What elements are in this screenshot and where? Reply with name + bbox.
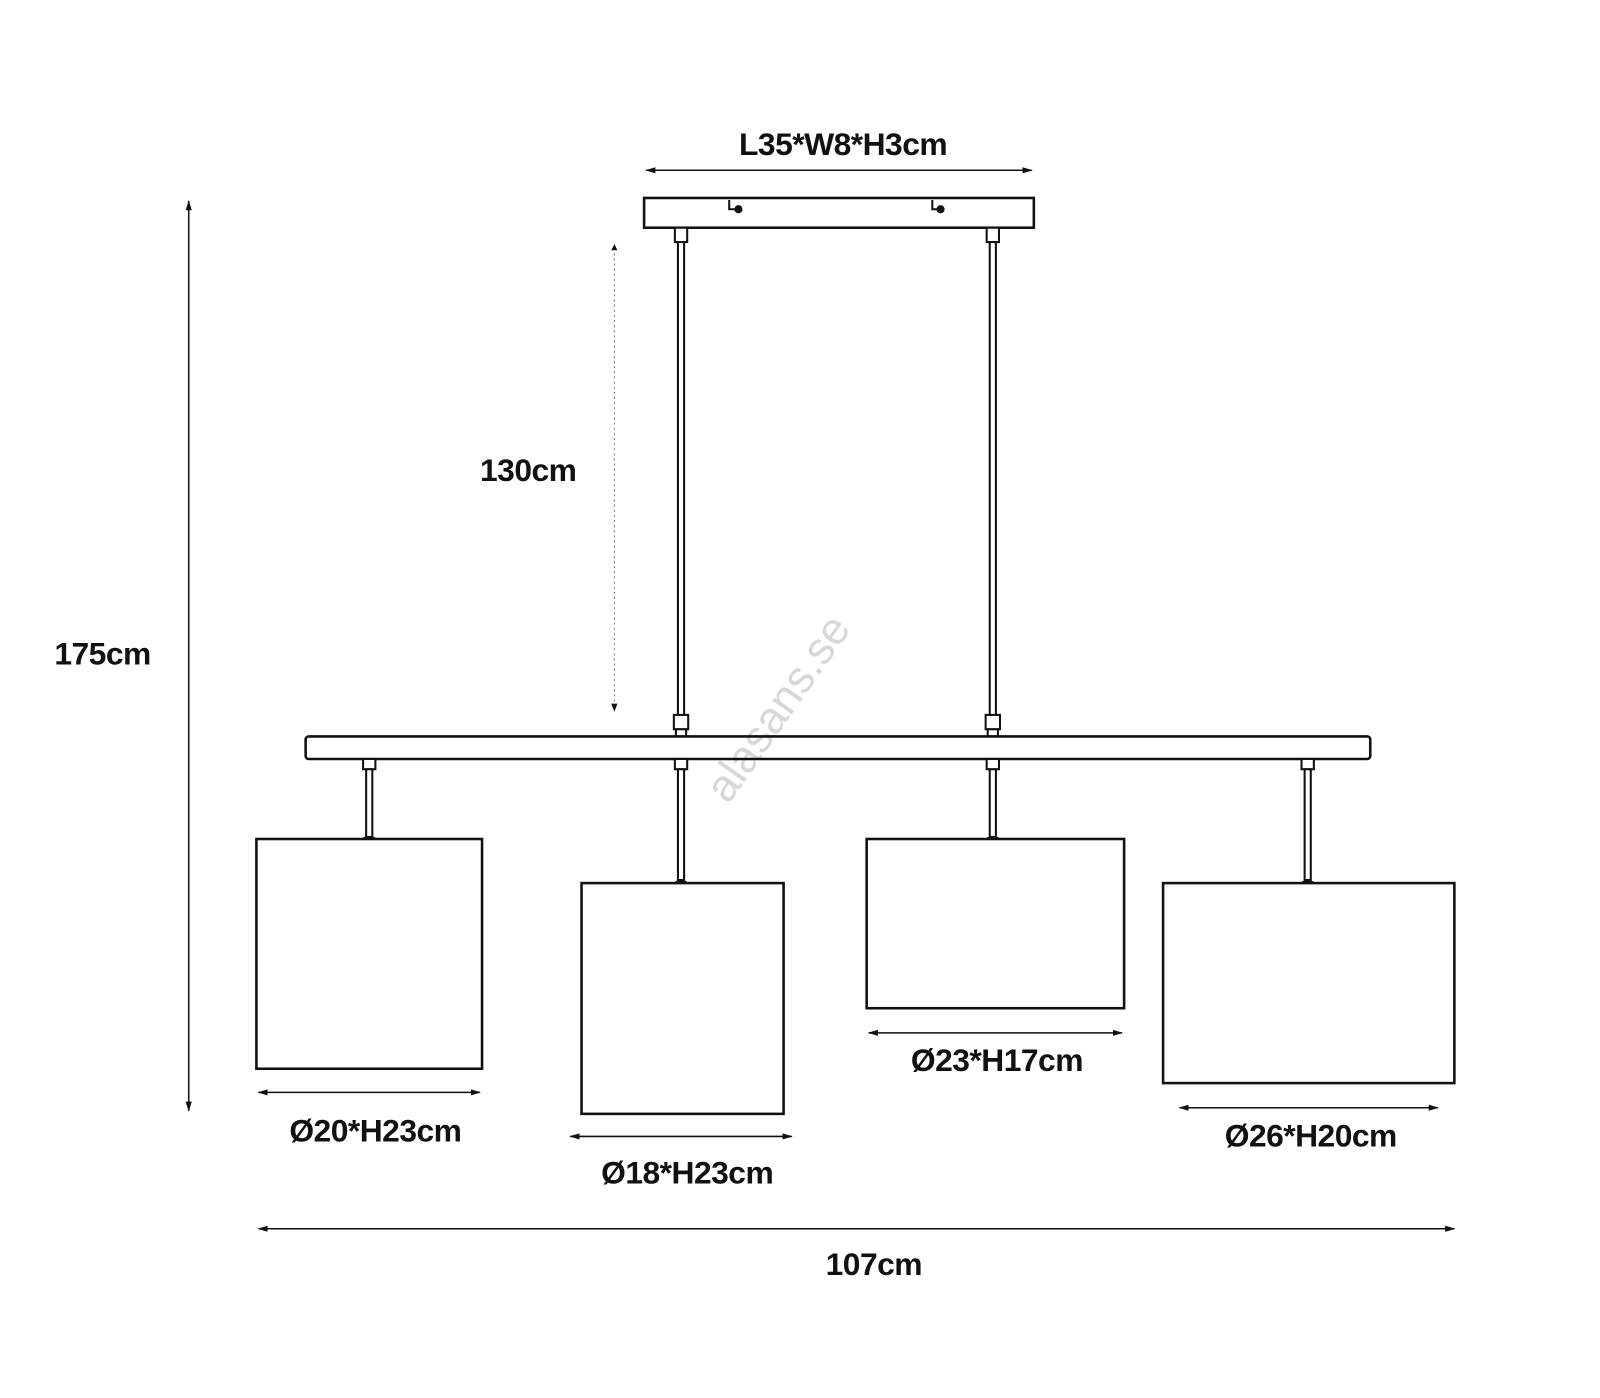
total-height-label: 175cm xyxy=(54,636,150,672)
shade-4-label: Ø26*H20cm xyxy=(1225,1118,1397,1154)
canopy xyxy=(642,196,1036,229)
lamp-shade-1 xyxy=(255,837,484,1071)
shade-2-label: Ø18*H23cm xyxy=(601,1155,773,1191)
lamp-shade-2 xyxy=(580,881,785,1116)
suspension-rods xyxy=(672,226,1002,738)
lamp-shade-4 xyxy=(1161,881,1456,1085)
shade-1-label: Ø20*H23cm xyxy=(289,1113,461,1149)
cable-length-label: 130cm xyxy=(480,452,576,488)
shade-3-label: Ø23*H17cm xyxy=(911,1042,1083,1078)
lamp-bar xyxy=(304,735,1372,761)
lamp-shade-3 xyxy=(865,837,1126,1010)
total-width-label: 107cm xyxy=(826,1246,922,1282)
downrods xyxy=(362,757,1315,882)
canopy-dimension-label: L35*W8*H3cm xyxy=(739,126,947,162)
watermark: alasans.se xyxy=(695,605,860,811)
